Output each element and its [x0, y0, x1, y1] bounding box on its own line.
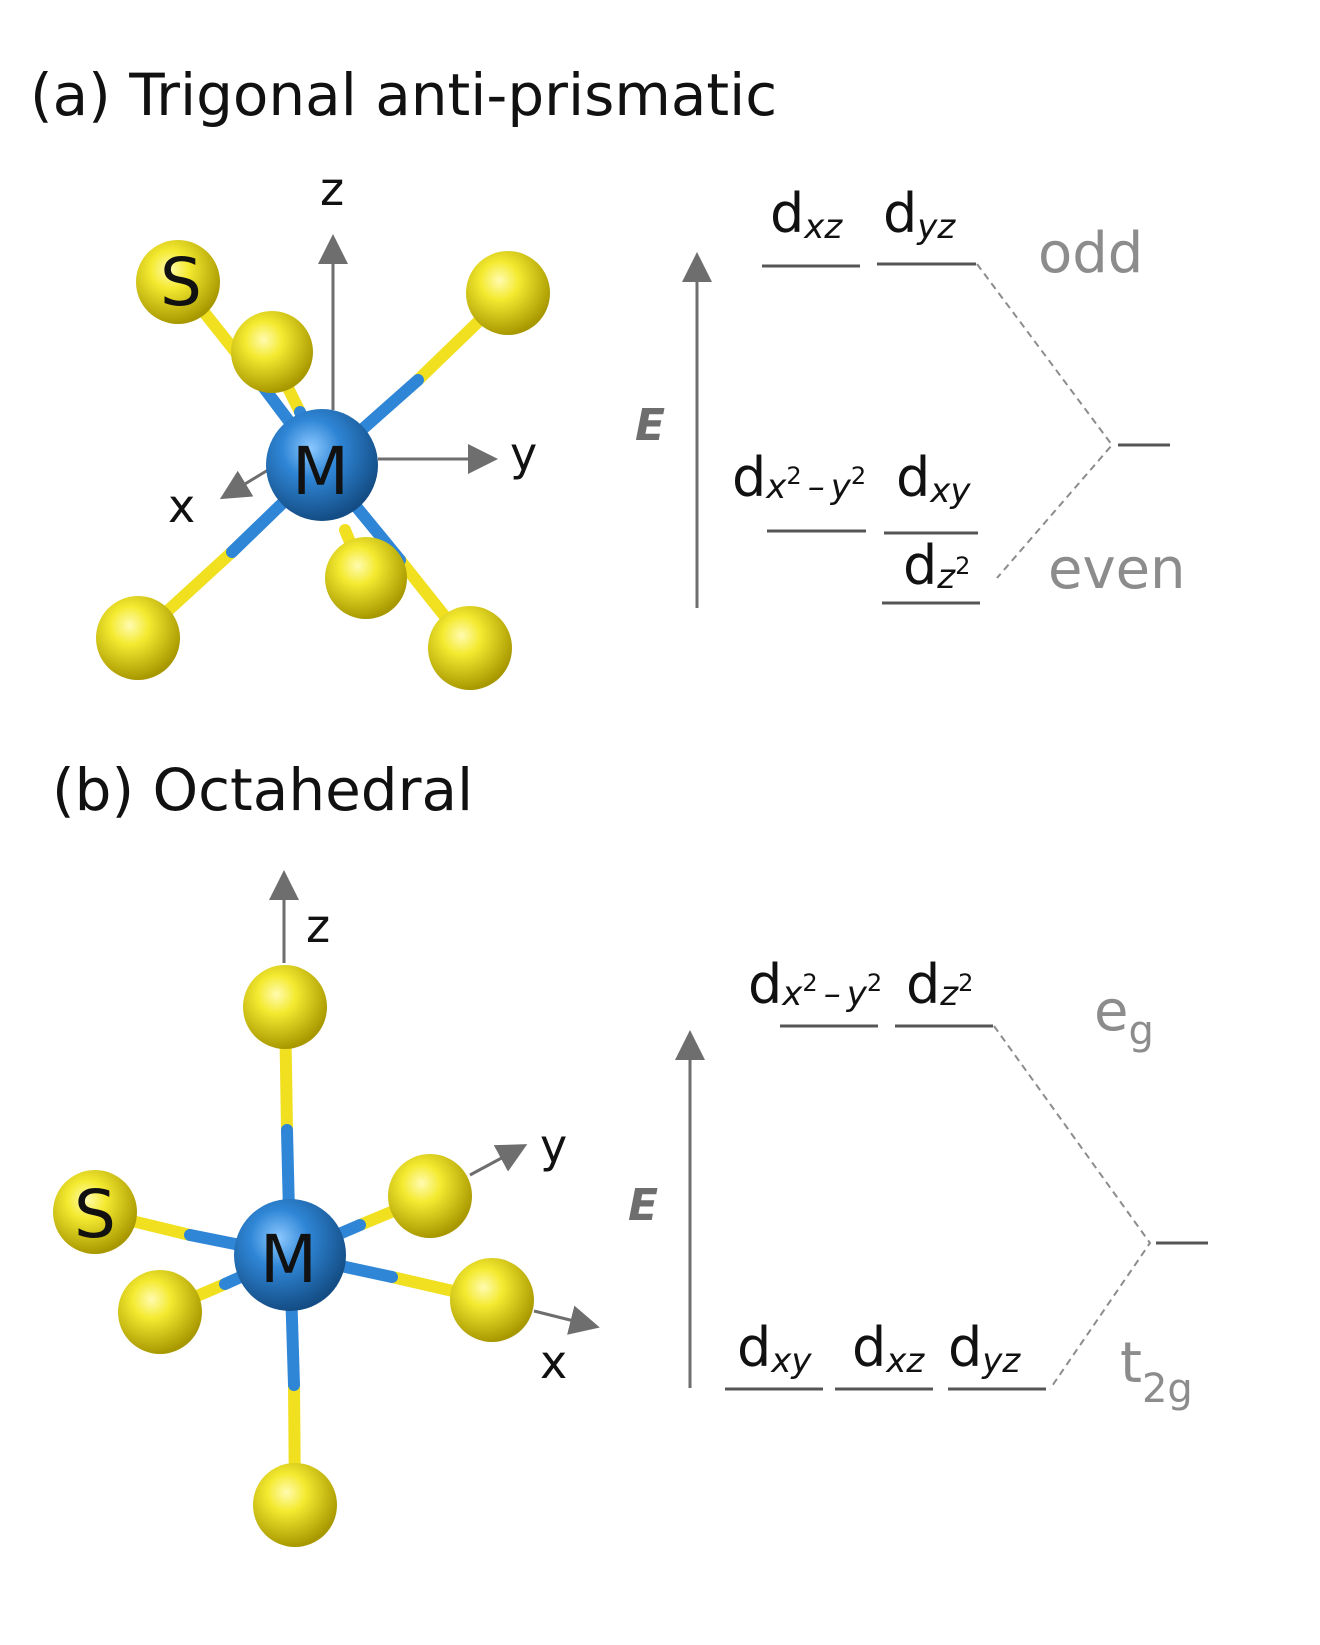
- metal-atom: [234, 1199, 346, 1311]
- orbital-dx2-y2: dx2–y2: [748, 953, 882, 1016]
- energy-diagram-b: E dx2–y2 dz2 eg dxy dxz: [628, 953, 1208, 1412]
- sulfur-atom: [243, 965, 327, 1049]
- z-axis-label: z: [320, 162, 344, 216]
- sulfur-atom: [96, 596, 180, 680]
- group-even: even: [1048, 537, 1186, 602]
- trigonal-molecule: S M z y x: [96, 162, 550, 690]
- metal-label: M: [292, 433, 349, 510]
- orbital-dxz: dxz: [770, 182, 843, 247]
- panel-b: (b) Octahedral: [52, 756, 1208, 1547]
- sulfur-atom: [388, 1154, 472, 1238]
- group-odd: odd: [1038, 221, 1143, 286]
- sulfur-atom: [450, 1258, 534, 1342]
- panel-a: (a) Trigonal anti-prismatic: [30, 61, 1186, 690]
- metal-atom: [266, 409, 378, 521]
- z-axis-label: z: [306, 899, 330, 953]
- orbital-dx2-y2: dx2–y2: [732, 446, 866, 509]
- sulfur-atom: [253, 1463, 337, 1547]
- energy-label: E: [628, 1180, 658, 1231]
- orbital-dz2: dz2: [903, 534, 970, 597]
- splitting-connector: [976, 263, 1114, 579]
- x-axis-arrow: [219, 468, 269, 500]
- orbital-dxy: dxy: [896, 446, 971, 511]
- group-eg: eg: [1094, 979, 1154, 1054]
- energy-label: E: [635, 400, 665, 451]
- orbital-dyz: dyz: [948, 1316, 1021, 1381]
- y-axis-label: y: [540, 1119, 567, 1173]
- metal-label: M: [260, 1221, 317, 1298]
- octahedral-molecule: S M z y x: [53, 870, 600, 1547]
- sulfur-label: S: [74, 1176, 116, 1253]
- sulfur-atom: [466, 251, 550, 335]
- y-axis-arrow: [469, 1144, 528, 1177]
- x-axis-label: x: [168, 479, 195, 533]
- x-axis-label: x: [540, 1335, 567, 1389]
- panel-b-title: (b) Octahedral: [52, 756, 473, 824]
- sulfur-atom: [231, 311, 313, 393]
- sulfur-atom: [53, 1170, 137, 1254]
- y-axis-label: y: [510, 427, 537, 481]
- splitting-connector: [993, 1025, 1152, 1390]
- sulfur-label: S: [160, 244, 202, 321]
- x-axis-arrow: [533, 1305, 600, 1335]
- sulfur-atom: [136, 240, 220, 324]
- group-t2g: t2g: [1120, 1331, 1193, 1412]
- orbital-dyz: dyz: [883, 182, 956, 247]
- sulfur-atom: [118, 1270, 202, 1354]
- orbital-dxz: dxz: [852, 1316, 925, 1381]
- sulfur-atom: [428, 606, 512, 690]
- panel-a-title: (a) Trigonal anti-prismatic: [30, 61, 777, 129]
- orbital-dxy: dxy: [737, 1316, 812, 1381]
- orbital-dz2: dz2: [906, 953, 973, 1016]
- energy-diagram-a: E dxz dyz odd dx2–y2 dxy dz2: [635, 182, 1186, 608]
- sulfur-atom: [325, 537, 407, 619]
